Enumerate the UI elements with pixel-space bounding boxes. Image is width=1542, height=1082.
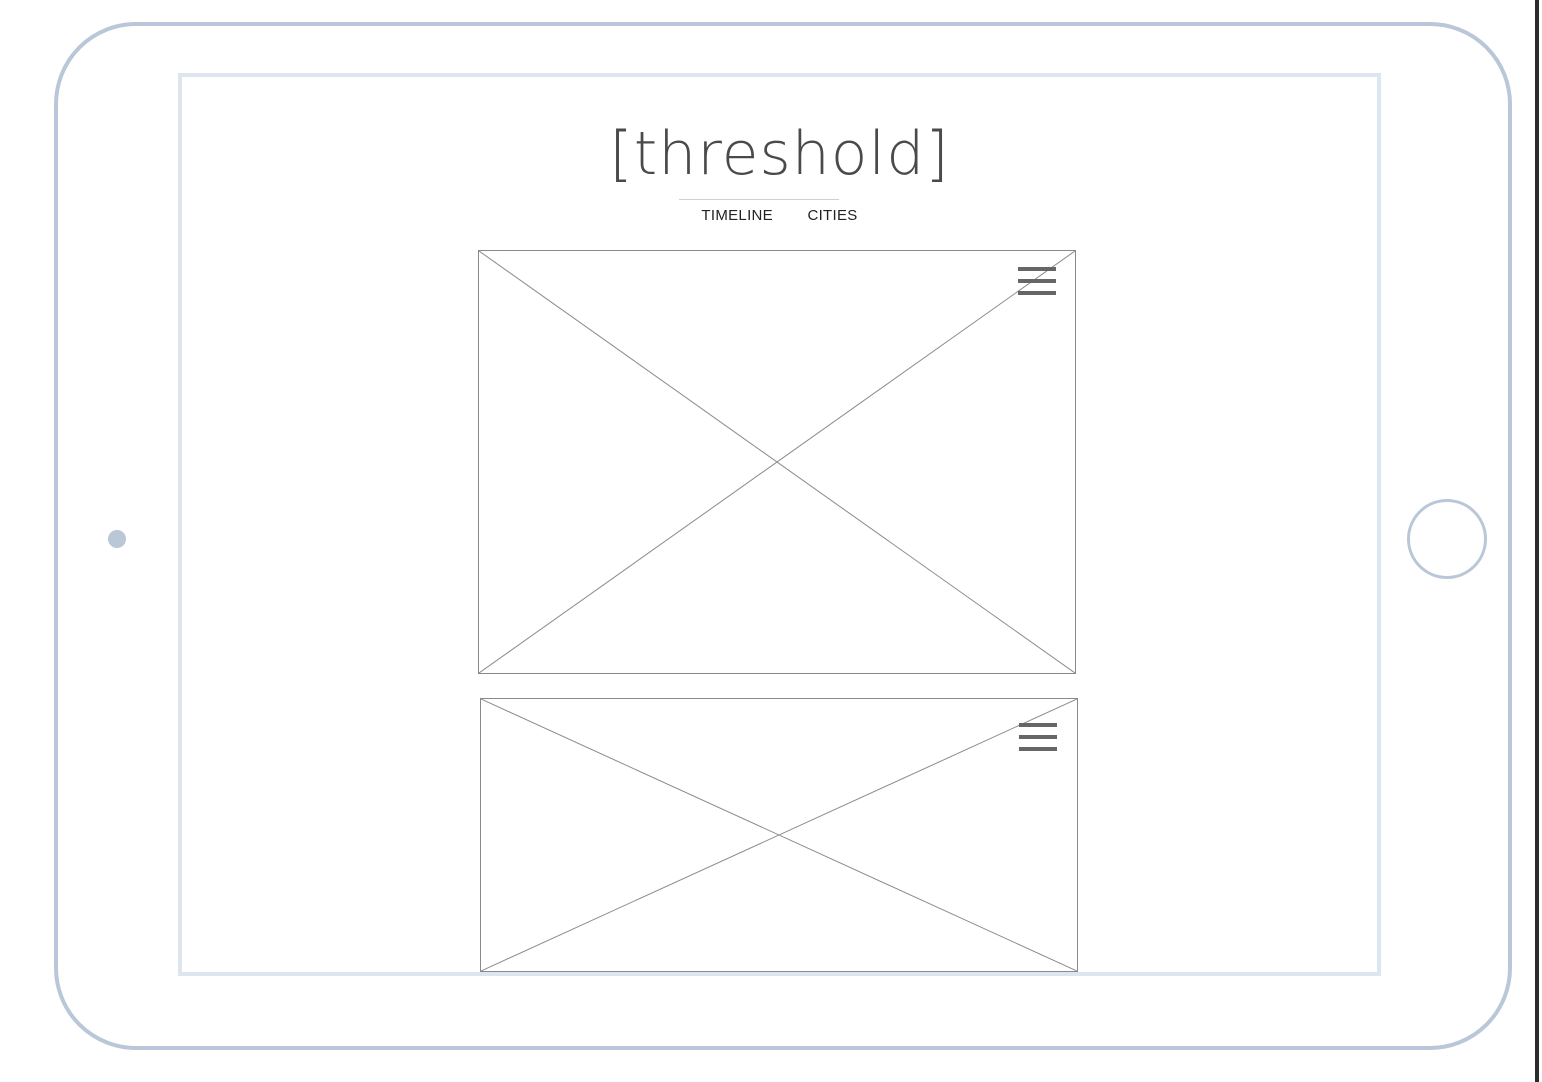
- camera-icon: [108, 530, 126, 548]
- nav-divider: [679, 199, 839, 200]
- hamburger-menu-icon[interactable]: [1019, 723, 1057, 755]
- tablet-screen: [threshold] TIMELINE CITIES: [178, 73, 1381, 976]
- main-nav: TIMELINE CITIES: [182, 207, 1377, 224]
- home-button[interactable]: [1407, 499, 1487, 579]
- nav-item-timeline[interactable]: TIMELINE: [701, 207, 773, 224]
- site-logo[interactable]: [threshold]: [609, 119, 950, 189]
- placeholder-cross: [479, 251, 1075, 673]
- placeholder-cross: [481, 699, 1077, 971]
- window-edge: [1535, 0, 1539, 1082]
- image-placeholder: [478, 250, 1076, 674]
- nav-item-cities[interactable]: CITIES: [807, 207, 858, 224]
- image-placeholder: [480, 698, 1078, 972]
- hamburger-menu-icon[interactable]: [1018, 267, 1056, 299]
